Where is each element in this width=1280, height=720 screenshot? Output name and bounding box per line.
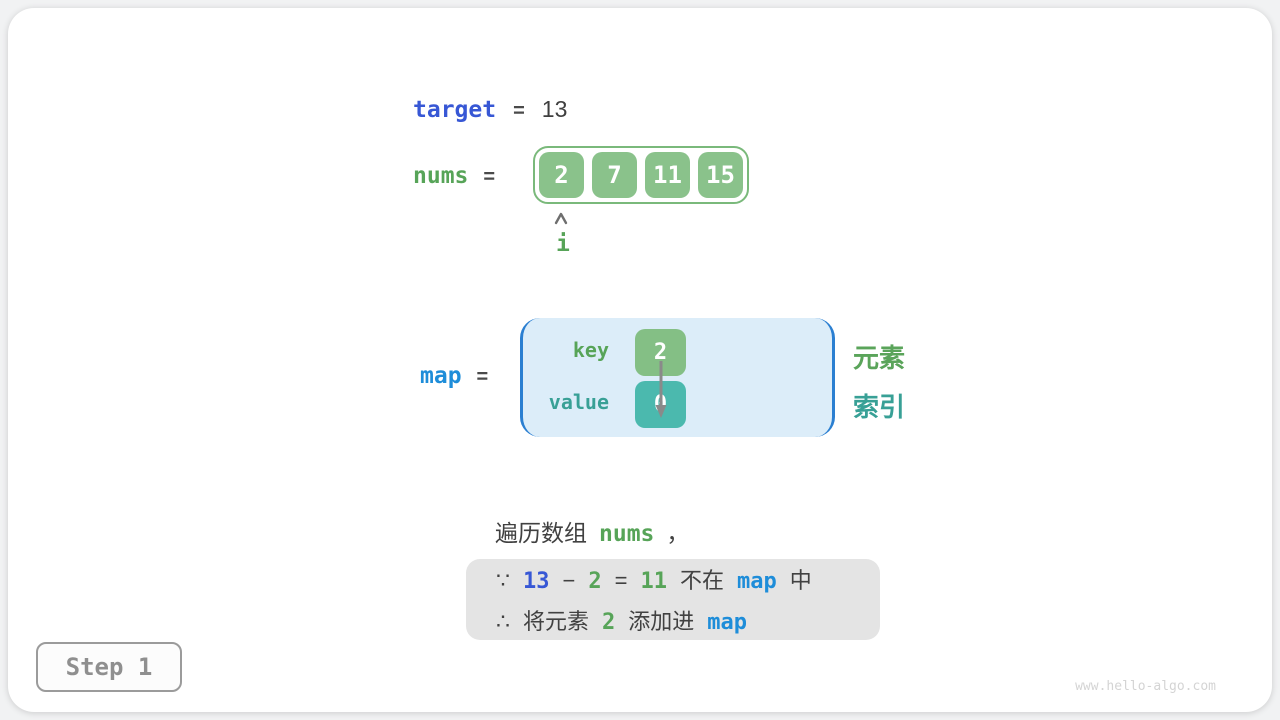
note-token: = xyxy=(614,568,628,593)
array-cell: 11 xyxy=(645,152,690,198)
step-badge: Step 1 xyxy=(36,642,182,692)
legend-index: 索引 xyxy=(853,392,906,422)
caption-prefix: 遍历数组 xyxy=(495,520,587,546)
target-value: 13 xyxy=(541,96,568,122)
pointer-label: i xyxy=(556,231,570,257)
note-token: 13 xyxy=(523,569,550,594)
caption-comma: ， xyxy=(666,520,690,546)
pointer-caret-icon xyxy=(554,212,568,225)
legend-element: 元素 xyxy=(853,343,906,373)
watermark: www.hello-algo.com xyxy=(1075,679,1216,694)
note-line-1: ∵ 13−2 = 11 不在 map 中 xyxy=(496,563,880,595)
key-to-value-arrow-icon xyxy=(655,361,667,418)
note-token: − xyxy=(562,568,576,593)
note-token: 将元素 xyxy=(523,609,590,634)
note-token: 2 xyxy=(602,610,616,635)
target-row: target = 13 xyxy=(413,96,567,123)
caption-row: 遍历数组 nums ， xyxy=(495,514,689,548)
note-token: 不在 xyxy=(679,568,724,593)
target-equals: = xyxy=(513,100,525,122)
note-token: 中 xyxy=(789,568,812,593)
map-equals: = xyxy=(476,366,489,388)
nums-variable: nums xyxy=(413,163,469,189)
note-token: ∴ xyxy=(496,609,510,634)
caption-code: nums xyxy=(599,521,655,547)
map-key-label: key xyxy=(572,338,609,362)
map-value-label: value xyxy=(548,390,609,414)
note-token: ∵ xyxy=(496,568,510,593)
note-token: map xyxy=(707,610,748,635)
note-token: 11 xyxy=(640,569,667,594)
map-variable: map xyxy=(420,363,462,389)
map-container: key value 2 0 xyxy=(520,318,835,437)
note-token: 2 xyxy=(588,569,602,594)
map-label-row: map = xyxy=(420,363,488,389)
note-token: 添加进 xyxy=(628,609,695,634)
array-cell: 2 xyxy=(539,152,584,198)
nums-equals: = xyxy=(483,166,496,188)
array-cell: 15 xyxy=(698,152,743,198)
array-cell: 7 xyxy=(592,152,637,198)
note-line-2: ∴ 将元素 2 添加进 map xyxy=(496,604,880,636)
nums-label-row: nums = xyxy=(413,163,495,189)
note-token: map xyxy=(736,569,777,594)
target-variable: target xyxy=(413,97,497,123)
